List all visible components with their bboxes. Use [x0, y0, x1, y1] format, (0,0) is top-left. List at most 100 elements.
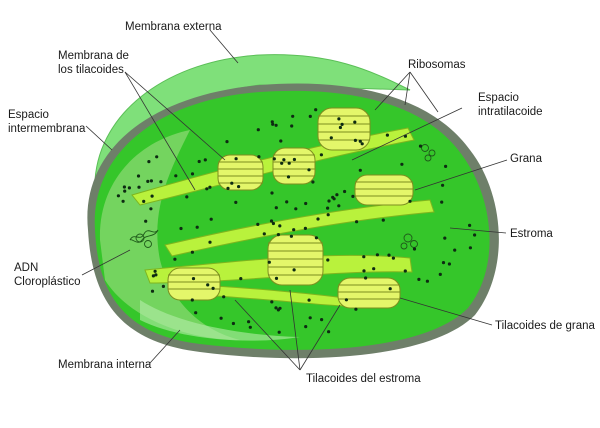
ribosome-dot — [144, 219, 148, 223]
ribosome-dot — [440, 200, 444, 204]
ribosome-dot — [159, 180, 163, 184]
ribosome-dot — [271, 221, 275, 226]
label-grana: Grana — [510, 153, 543, 165]
ribosome-dot — [278, 224, 282, 228]
ribosome-dot — [147, 160, 151, 164]
ribosome-dot — [174, 174, 178, 178]
ribosome-dot — [209, 217, 213, 221]
ribosome-dot — [443, 236, 447, 240]
ribosome-dot — [269, 219, 274, 223]
ribosome-dot — [388, 287, 392, 291]
ribosome-dot — [353, 120, 357, 124]
ribosome-dot — [412, 247, 417, 251]
ribosome-dot — [340, 122, 344, 126]
ribosome-dot — [256, 222, 260, 226]
ribosome-dot — [292, 228, 296, 232]
ribosome-dot — [190, 250, 194, 254]
ribosome-dot — [291, 114, 295, 118]
ribosome-dot — [355, 220, 359, 224]
ribosome-dot — [400, 162, 404, 166]
ribosome-dot — [358, 139, 362, 143]
ribosome-dot — [206, 283, 210, 287]
ribosome-dot — [319, 153, 323, 157]
ribosome-dot — [311, 180, 315, 184]
ribosome-dot — [231, 321, 235, 326]
ribosome-dot — [274, 306, 278, 310]
leader-grana — [414, 159, 508, 191]
leader-stroma-thylakoids — [299, 304, 341, 371]
ribosome-dot — [274, 206, 278, 210]
ribosome-dot — [408, 199, 412, 203]
leader-lines — [81, 29, 508, 371]
ribosome-dot — [307, 168, 311, 172]
ribosome-dot — [211, 286, 215, 290]
ribosome-dot — [270, 191, 274, 195]
ribosome-dot — [185, 195, 189, 199]
label-intermembrane-2: intermembrana — [8, 123, 86, 135]
ribosome-dot — [116, 194, 120, 198]
ribosome-dot — [337, 117, 341, 121]
leader-stroma-thylakoids — [234, 299, 301, 371]
ribosome-dot — [326, 206, 330, 210]
ribosome-dot — [294, 207, 298, 211]
ribosome-dot — [351, 194, 355, 198]
ribosome-dot — [208, 240, 212, 244]
ribosome-dot — [267, 260, 271, 264]
ribosome-dot — [274, 123, 278, 127]
ribosome-dot — [208, 185, 212, 189]
ribosome-dot — [292, 157, 296, 162]
ribosome-dot — [353, 138, 357, 142]
leader-stroma-thylakoids — [289, 289, 301, 371]
ribosome-dot — [248, 325, 252, 329]
ribosome-dot — [304, 325, 308, 329]
label-outer-membrane: Membrana externa — [125, 21, 222, 33]
ribosome-dot — [473, 233, 477, 237]
dna-coil — [421, 144, 436, 162]
ribosome-dot — [468, 223, 472, 227]
granum — [267, 234, 324, 286]
ribosome-dot — [417, 277, 421, 281]
ribosome-dot — [190, 298, 194, 302]
ribosome-dot — [327, 199, 331, 203]
ribosome-dot — [279, 139, 283, 143]
ribosome-dot — [285, 200, 289, 204]
ribosome-dot — [441, 183, 445, 187]
ribosome-dot — [360, 142, 364, 146]
ribosome-dot — [403, 269, 407, 273]
ribosome-dot — [247, 320, 251, 324]
ribosome-dot — [222, 295, 226, 299]
leader-thylakoid-membrane — [124, 71, 196, 191]
grana — [167, 107, 414, 309]
ribosome-dot — [127, 186, 131, 190]
ribosome-dot — [278, 306, 282, 310]
ribosome-dot — [257, 155, 261, 159]
ribosome-dot — [123, 189, 127, 193]
label-stroma: Estroma — [510, 228, 553, 240]
ribosome-dot — [271, 122, 275, 126]
ribosome-dot — [219, 316, 223, 320]
ribosome-dot — [335, 193, 339, 197]
ribosome-dot — [326, 258, 330, 262]
ribosome-dot — [354, 307, 358, 311]
label-thylakoid-membrane-2: los tilacoides — [58, 64, 124, 76]
ribosome-dot — [153, 269, 157, 273]
ribosome-dot — [375, 253, 379, 257]
ribosome-dot — [314, 108, 318, 112]
ribosome-dot — [276, 233, 280, 237]
ribosome-dot — [453, 248, 457, 252]
ribosome-dot — [425, 279, 429, 283]
ribosome-dot — [287, 161, 291, 165]
leader-dna — [81, 249, 131, 276]
ribosome-dot — [262, 232, 266, 236]
ribosome-dot — [337, 204, 341, 208]
ribosome-dot — [154, 273, 158, 277]
ribosome-dot — [239, 277, 243, 281]
ribosome-dot — [280, 161, 284, 165]
granum — [354, 174, 414, 206]
ribosome-dot — [161, 284, 165, 288]
label-intrathylakoid-2: intratilacoide — [478, 106, 543, 118]
ribosome-dot — [358, 168, 362, 172]
ribosome-dot — [304, 201, 308, 206]
ribosome-dot — [151, 274, 155, 278]
